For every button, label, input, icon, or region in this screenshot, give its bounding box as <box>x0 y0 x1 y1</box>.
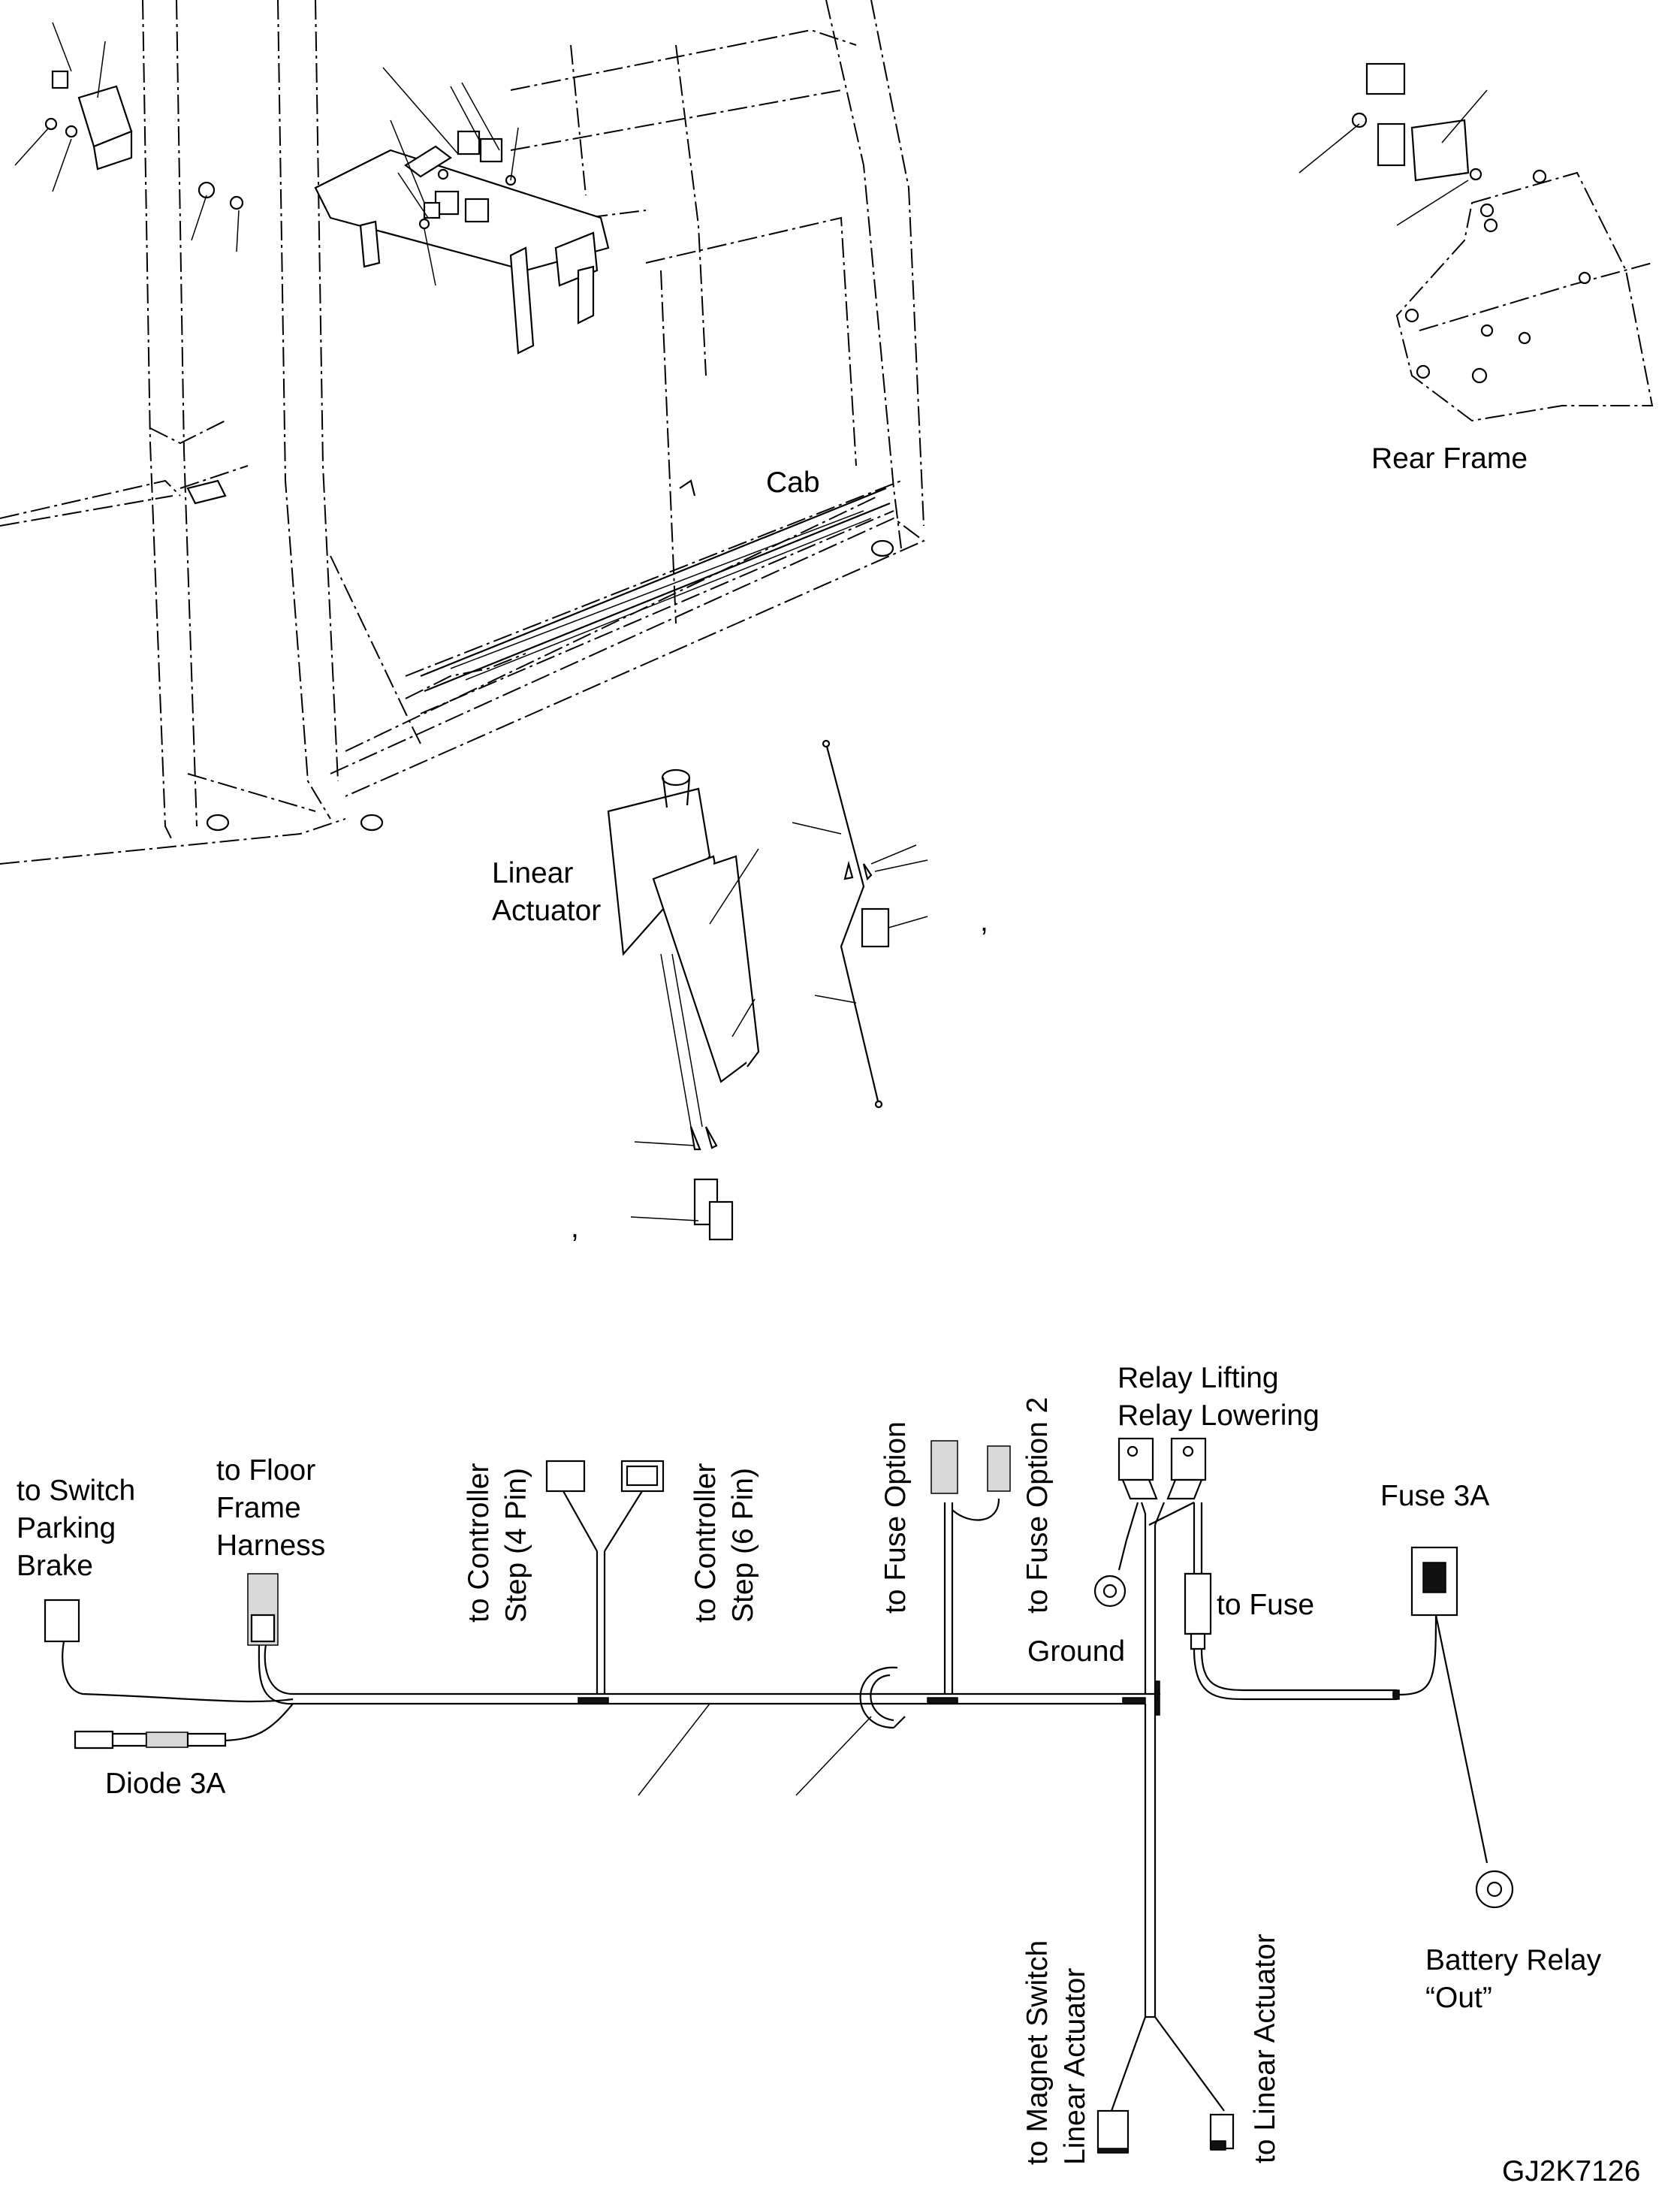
leader-lines-harness <box>638 1703 872 1796</box>
ground-label: Ground <box>1027 1635 1126 1668</box>
cab-label: Cab <box>766 466 820 499</box>
comma-mark-a: , <box>980 905 988 937</box>
actuator-cable-part <box>822 739 890 1109</box>
fuse-3a-label: Fuse 3A <box>1380 1480 1490 1512</box>
battery-relay-out-label: Battery Relay “Out” <box>1425 1944 1602 2014</box>
linear-actuator-part <box>607 768 760 1241</box>
to-linear-actuator-label: to Linear Actuator <box>1249 1934 1281 2163</box>
top-left-module <box>44 70 244 210</box>
harness-fuse-branch <box>1184 1502 1514 1909</box>
comma-mark-b: , <box>571 1212 579 1244</box>
harness-main-trunk <box>293 1525 1160 2018</box>
to-controller-step-4pin-label: to Controller Step (4 Pin) <box>463 1463 532 1623</box>
to-floor-frame-harness-label: to Floor Frame Harness <box>216 1454 326 1562</box>
harness-fuse-option-branches <box>930 1440 1011 1694</box>
cab-floor-details <box>186 479 894 832</box>
relay-bracket-assembly <box>314 130 610 355</box>
to-fuse-option-label: to Fuse Option <box>879 1421 912 1614</box>
harness-left-branches <box>44 1573 294 1750</box>
to-fuse-option-2-label: to Fuse Option 2 <box>1021 1396 1054 1614</box>
to-magnet-switch-label: to Magnet Switch Linear Actuator <box>1021 1940 1091 2165</box>
relay-lifting-lowering-label: Relay Lifting Relay Lowering <box>1117 1362 1320 1432</box>
harness-controller-branches <box>545 1460 665 1694</box>
to-fuse-label: to Fuse <box>1217 1589 1315 1621</box>
rear-frame-assembly <box>1351 62 1654 422</box>
cab-frame-outline <box>0 0 925 865</box>
to-switch-parking-brake-label: to Switch Parking Brake <box>17 1475 136 1582</box>
harness-relay-branches <box>1093 1437 1207 1608</box>
to-controller-step-6pin-label: to Controller Step (6 Pin) <box>689 1463 759 1623</box>
linear-actuator-label: Linear Actuator <box>492 857 602 927</box>
diagram-id: GJ2K7126 <box>1502 2155 1641 2187</box>
rear-frame-label: Rear Frame <box>1371 442 1528 475</box>
diode-3a-label: Diode 3A <box>105 1768 226 1800</box>
harness-clamp <box>859 1666 906 1729</box>
harness-actuator-branch <box>1096 2016 1235 2154</box>
leader-lines-upper <box>14 22 1488 1221</box>
